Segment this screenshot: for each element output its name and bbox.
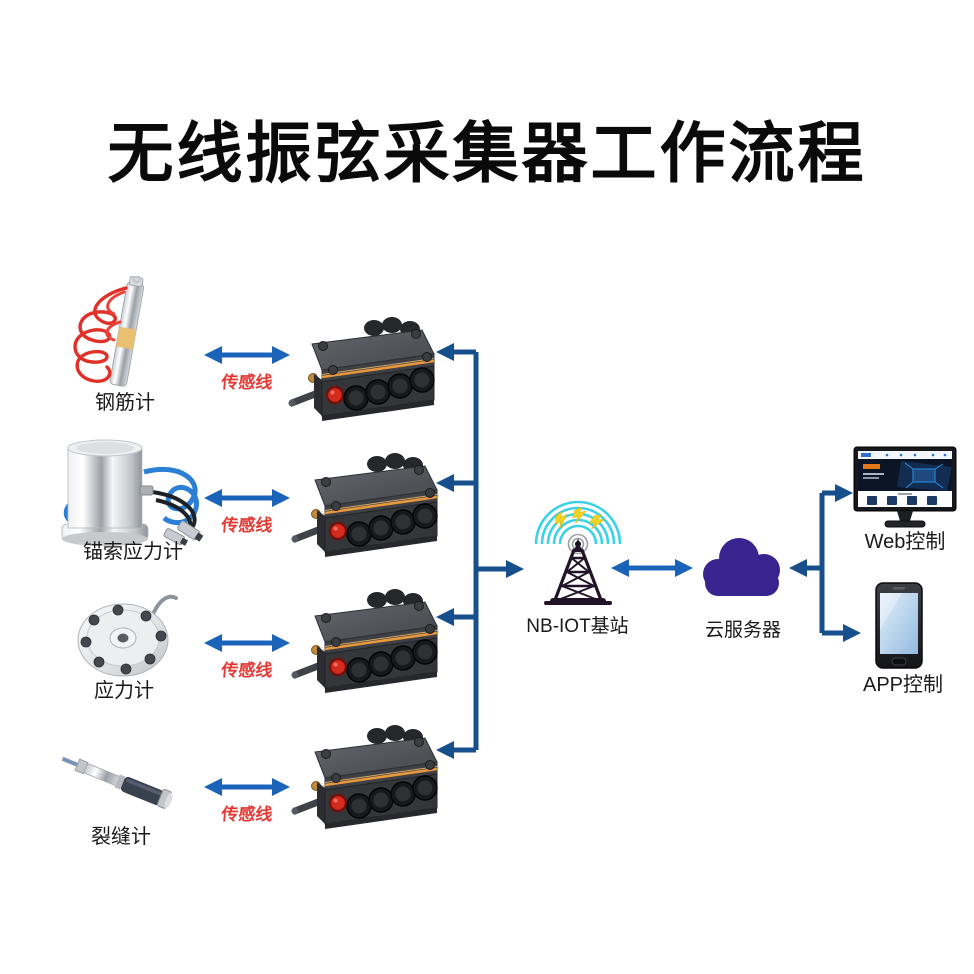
- collector-box-icon: [291, 722, 441, 837]
- bus-to-box-arrows: [436, 343, 476, 759]
- sensor-cable-arrow: [204, 486, 290, 510]
- collector-box-icon: [288, 314, 438, 429]
- anchor-cable-gauge-icon: [52, 438, 220, 552]
- collector-box-icon: [291, 450, 441, 565]
- app-phone-icon: [874, 582, 926, 670]
- sensor-label: 锚索应力计: [83, 541, 183, 563]
- sensor-cable-label: 传感线: [220, 661, 274, 680]
- sensor-label: 裂缝计: [91, 826, 151, 848]
- rebar-gauge-icon: [62, 276, 190, 400]
- cloud-server-icon: [694, 526, 790, 600]
- sensor-label: 应力计: [94, 680, 154, 702]
- sensor-cable-label: 传感线: [220, 805, 274, 824]
- stress-gauge-icon: [66, 588, 184, 686]
- web-label: Web控制: [864, 531, 946, 553]
- app-label: APP控制: [862, 674, 944, 696]
- bus-to-tower-arrow: [476, 560, 524, 578]
- endpoint-branch-lines: [789, 484, 861, 642]
- web-monitor-icon: [853, 446, 957, 530]
- sensor-cable-arrow: [204, 775, 290, 799]
- tower-label: NB-IOT基站: [526, 616, 629, 637]
- sensor-cable-label: 传感线: [220, 516, 274, 535]
- sensor-cable-arrow: [204, 631, 290, 655]
- diagram-title: 无线振弦采集器工作流程: [107, 116, 867, 190]
- nbiot-tower-icon: [524, 488, 630, 614]
- sensor-label: 钢筋计: [95, 392, 155, 414]
- sensor-cable-arrow: [204, 343, 290, 367]
- collector-box-icon: [291, 586, 441, 701]
- crack-gauge-icon: [56, 736, 184, 828]
- sensor-cable-label: 传感线: [220, 373, 274, 392]
- cloud-label: 云服务器: [704, 620, 781, 641]
